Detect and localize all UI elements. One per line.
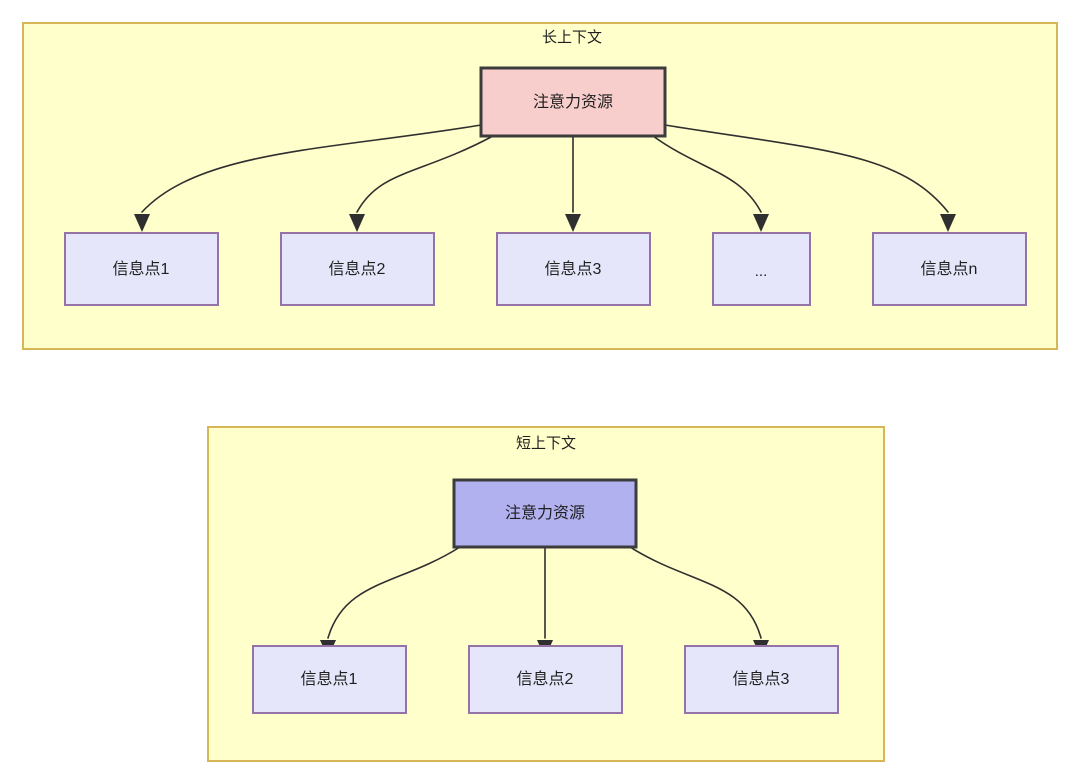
edge-root-to-leaf-1-short	[327, 546, 461, 639]
node-info-point-1-short[interactable]: 信息点1	[252, 645, 407, 714]
node-info-point-3-short-rect[interactable]	[684, 645, 839, 714]
node-info-point-n-long[interactable]: 信息点n	[872, 232, 1027, 306]
node-info-point-n-long-label: 信息点n	[921, 260, 978, 278]
node-info-point-2-long-rect[interactable]	[280, 232, 435, 306]
edges-long-context	[134, 124, 956, 232]
node-attention-resource-short[interactable]: 注意力资源	[452, 478, 638, 549]
arrowhead-leaf-5	[940, 214, 956, 232]
container-title-long-context: 长上下文	[542, 29, 602, 46]
arrowhead-leaf-4	[753, 214, 769, 232]
node-info-point-2-short-label: 信息点2	[517, 670, 574, 688]
node-info-point-2-long-label: 信息点2	[329, 260, 386, 278]
node-info-point-2-short[interactable]: 信息点2	[468, 645, 623, 714]
edge-root-to-leaf-2	[356, 135, 494, 213]
node-info-point-1-short-label: 信息点1	[301, 670, 358, 688]
node-info-point-3-short[interactable]: 信息点3	[684, 645, 839, 714]
container-title-short-context: 短上下文	[516, 435, 576, 452]
node-info-point-3-short-label: 信息点3	[733, 670, 790, 688]
node-info-point-3-long-label: 信息点3	[545, 260, 602, 278]
arrowhead-leaf-1	[134, 214, 150, 232]
arrowhead-leaf-3	[565, 214, 581, 232]
node-attention-resource-long-rect[interactable]	[479, 66, 667, 138]
node-info-point-ellipsis-long[interactable]: ...	[712, 232, 811, 306]
node-info-point-3-long[interactable]: 信息点3	[496, 232, 651, 306]
node-attention-resource-short-rect[interactable]	[452, 478, 638, 549]
node-info-point-2-long[interactable]: 信息点2	[280, 232, 435, 306]
node-info-point-1-long-label: 信息点1	[113, 260, 170, 278]
edge-root-to-leaf-3-short	[629, 546, 762, 639]
diagram-short-context: 短上下文 注意力资源 信息点1 信息点2	[207, 426, 885, 762]
edge-root-to-leaf-1	[141, 124, 482, 213]
node-info-point-1-short-rect[interactable]	[252, 645, 407, 714]
node-info-point-1-long-rect[interactable]	[64, 232, 219, 306]
node-attention-resource-long-label: 注意力资源	[533, 92, 613, 111]
node-attention-resource-short-label: 注意力资源	[505, 503, 585, 522]
arrowhead-leaf-2	[349, 214, 365, 232]
node-attention-resource-long[interactable]: 注意力资源	[479, 66, 667, 138]
edges-short-context	[320, 546, 769, 658]
node-info-point-3-long-rect[interactable]	[496, 232, 651, 306]
diagram-long-context: 长上下文 注意力资源 信息点1	[22, 22, 1058, 350]
node-info-point-n-long-rect[interactable]	[872, 232, 1027, 306]
node-info-point-ellipsis-long-label: ...	[755, 263, 768, 280]
edge-root-to-leaf-5	[664, 124, 949, 213]
node-info-point-1-long[interactable]: 信息点1	[64, 232, 219, 306]
edge-root-to-leaf-4	[652, 135, 762, 213]
node-info-point-ellipsis-long-rect[interactable]	[712, 232, 811, 306]
node-info-point-2-short-rect[interactable]	[468, 645, 623, 714]
